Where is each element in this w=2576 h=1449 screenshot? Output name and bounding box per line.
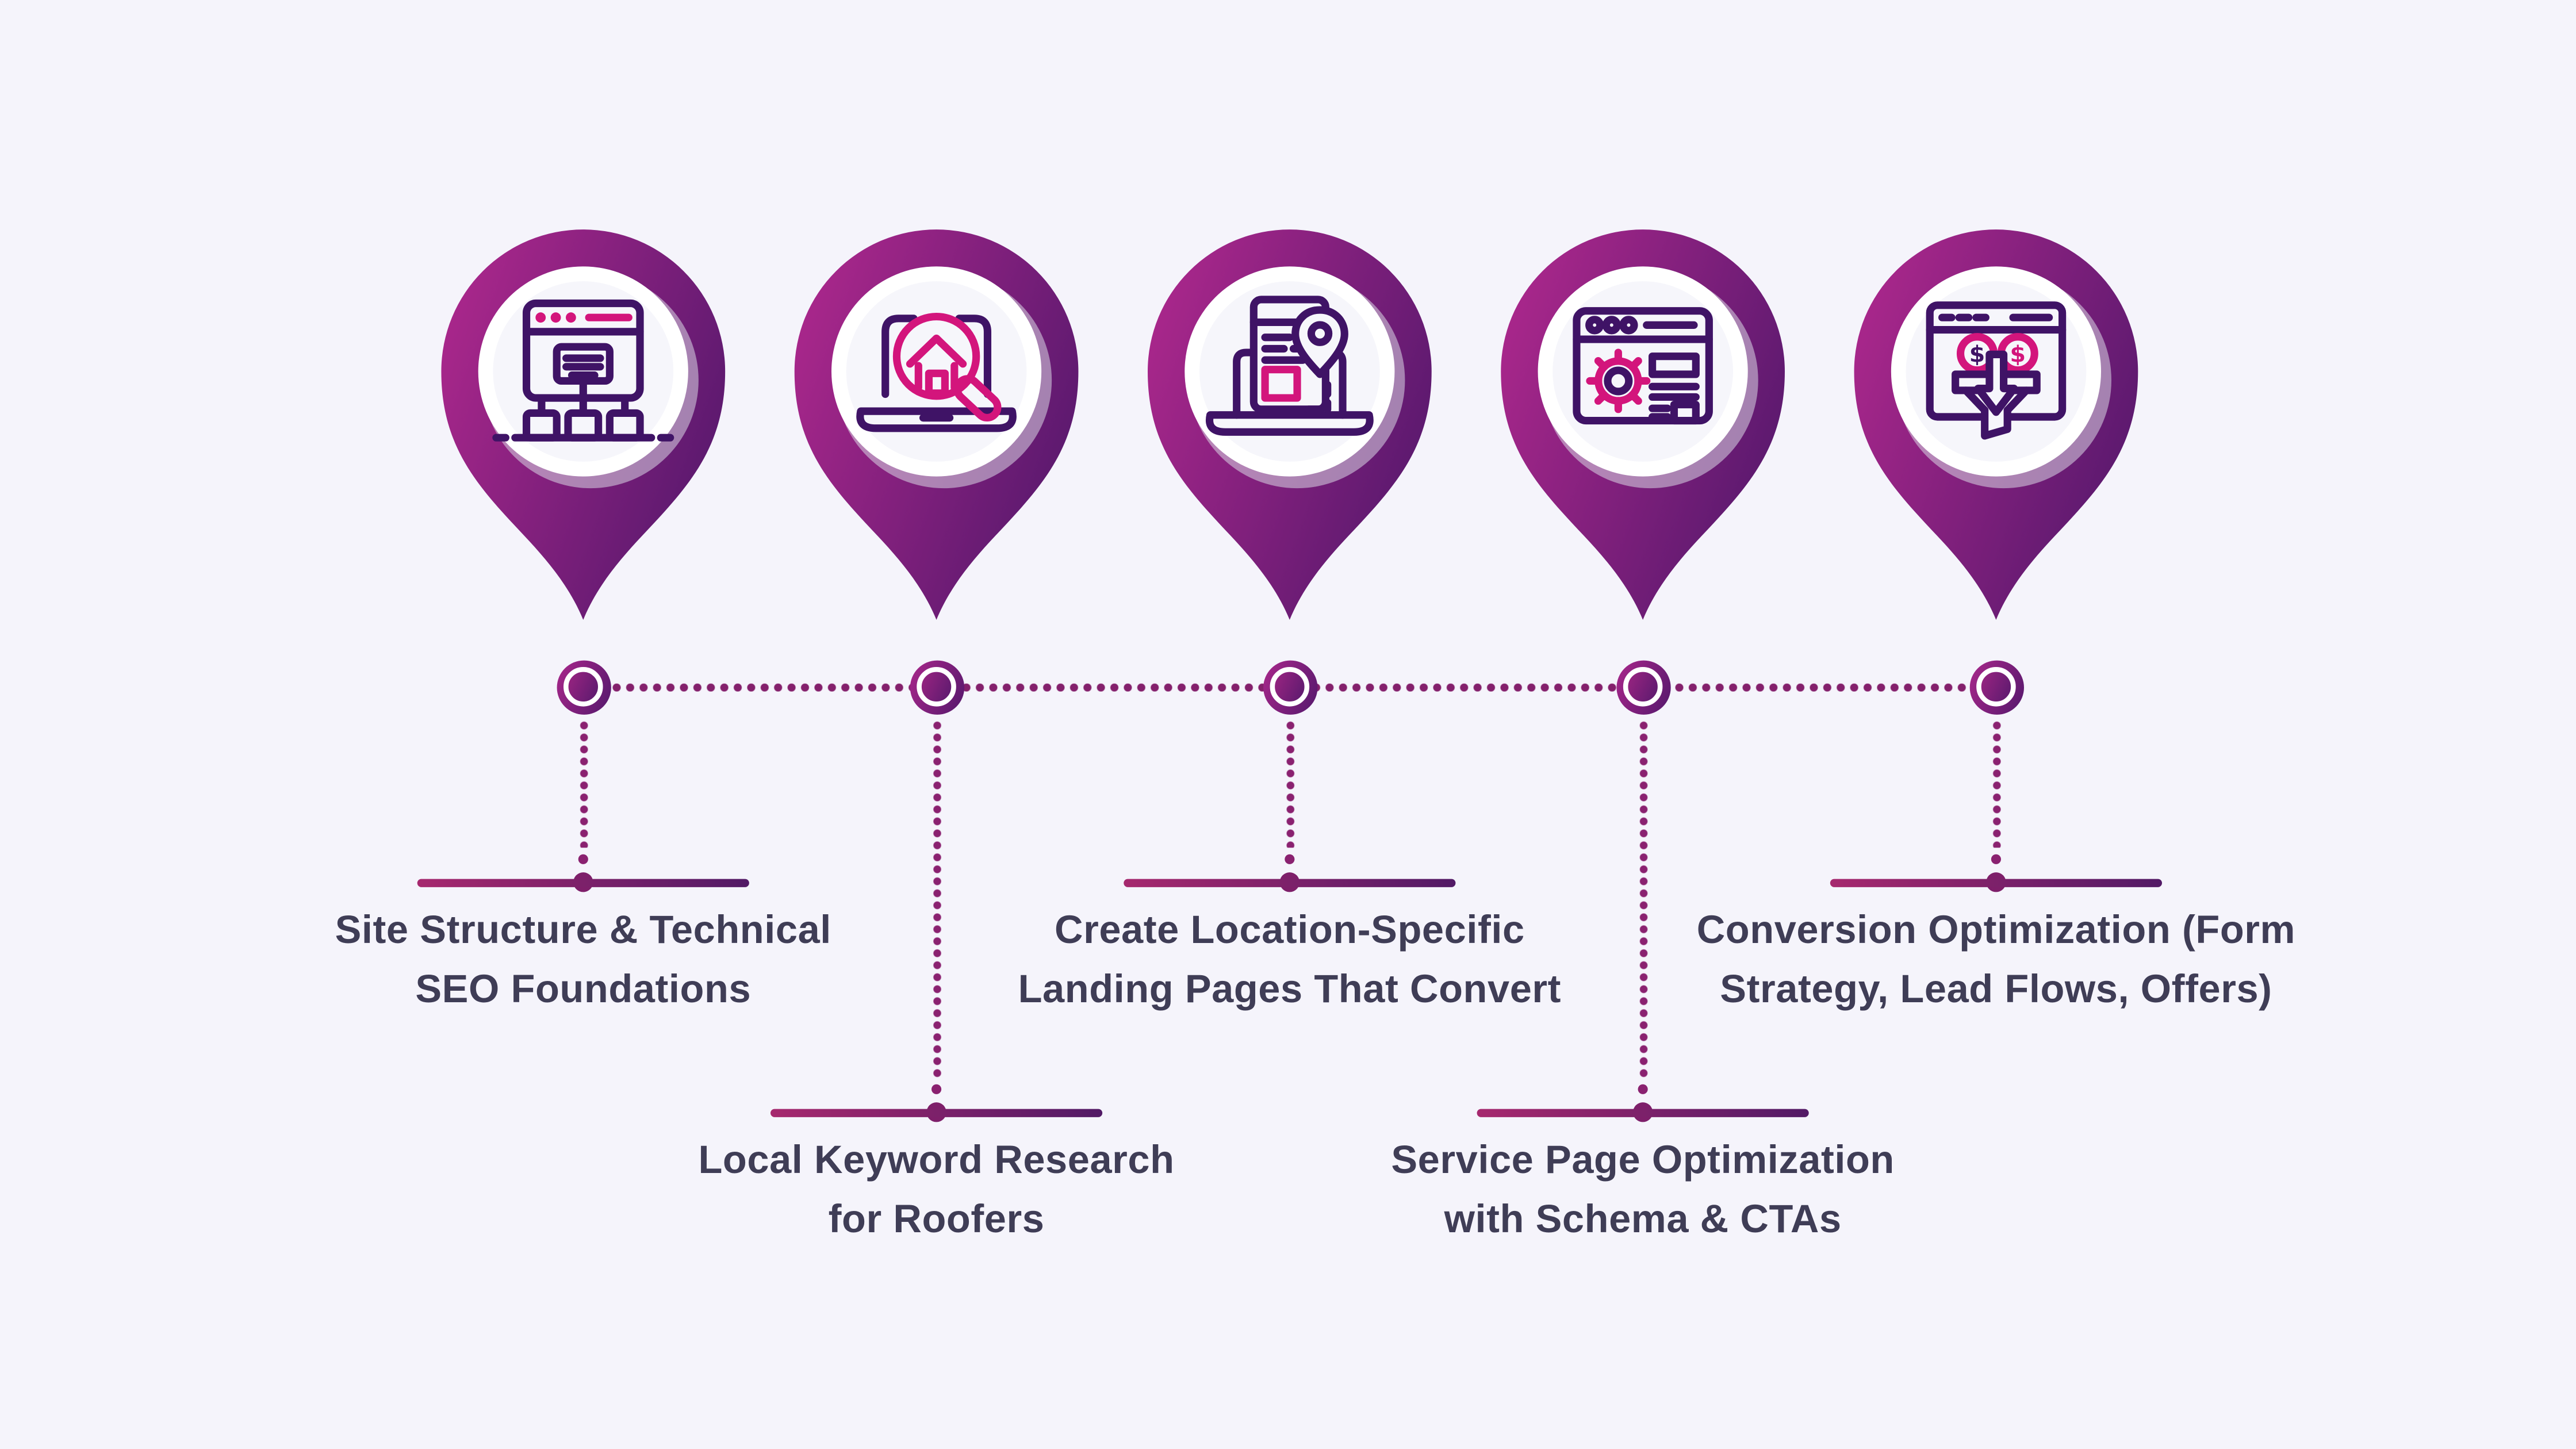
step-label-text-line2: SEO Foundations (415, 967, 752, 1011)
timeline-node (909, 660, 964, 714)
map-pin-marker (1148, 229, 1432, 620)
step-label-text-line2: with Schema & CTAs (1444, 1197, 1842, 1241)
location-landing-page-icon (1206, 296, 1374, 436)
step-label-text-line2: for Roofers (828, 1197, 1045, 1241)
conversion-funnel-icon: $ $ (1926, 301, 2067, 440)
svg-text:$: $ (2010, 342, 2026, 368)
svg-text:$: $ (1969, 342, 1985, 368)
step-label-line (1477, 1109, 1809, 1117)
connector-dotted-line (1285, 719, 1294, 848)
step-label-text-line1: Local Keyword Research (698, 1138, 1175, 1183)
connector-dotted-line (1639, 719, 1647, 1078)
step-label-text-line1: Conversion Optimization (Form (1696, 908, 2296, 953)
map-pin-marker (1501, 229, 1785, 620)
step-label-line (1124, 879, 1456, 887)
local-keyword-search-laptop-icon (856, 312, 1017, 432)
timeline-node (1616, 660, 1670, 714)
step-label-text-line2: Strategy, Lead Flows, Offers) (1720, 967, 2272, 1011)
site-structure-sitemap-icon (492, 299, 674, 442)
step-label-line (770, 1109, 1103, 1117)
step-label-text-line1: Create Location-Specific (1054, 908, 1525, 953)
step-label-line (417, 879, 749, 887)
timeline-node (1969, 660, 2023, 714)
connector-dotted-line (1992, 719, 2000, 848)
service-page-settings-icon (1573, 307, 1713, 425)
map-pin-marker (441, 229, 726, 620)
step-label: Create Location-Specific Landing Pages T… (928, 902, 1651, 1019)
timeline-node (556, 660, 611, 714)
step-label-text-line1: Site Structure & Technical (335, 908, 831, 953)
step-label-line (1830, 879, 2162, 887)
connector-dotted-line (932, 719, 941, 1078)
step-label-text-line1: Service Page Optimization (1391, 1138, 1895, 1183)
map-pin-marker (794, 229, 1079, 620)
step-label: Local Keyword Research for Roofers (575, 1132, 1298, 1249)
timeline-node (1262, 660, 1317, 714)
step-label: Site Structure & Technical SEO Foundatio… (222, 902, 945, 1019)
step-label-text-line2: Landing Pages That Convert (1018, 967, 1562, 1011)
step-label: Service Page Optimization with Schema & … (1282, 1132, 2004, 1249)
connector-dotted-line (579, 719, 588, 848)
map-pin-marker: $ $ (1854, 229, 2138, 620)
step-label: Conversion Optimization (Form Strategy, … (1635, 902, 2358, 1019)
